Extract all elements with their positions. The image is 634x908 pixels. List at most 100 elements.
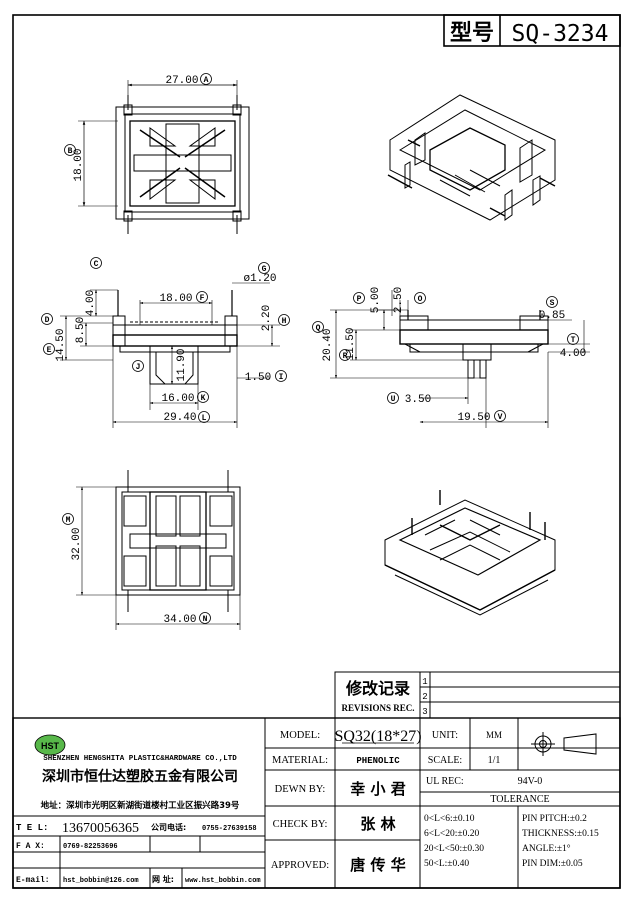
side-dim-labels: 4.00 C 14.50 E 8.50 D 18.00 F ø1.20 G 2.… xyxy=(41,257,290,424)
iso-view-top xyxy=(387,94,556,221)
dim-d-value: 8.50 xyxy=(75,317,87,343)
check-label: CHECK BY: xyxy=(273,819,328,830)
email-label: E-mail: xyxy=(16,876,50,885)
bottom-view xyxy=(115,470,241,612)
pin-line-2: THICKNESS:±0.15 xyxy=(522,829,599,839)
drawn-label: DEWN BY: xyxy=(275,784,326,795)
iso-view-bottom xyxy=(384,490,556,616)
dim-c-tag: C xyxy=(94,260,99,269)
ul-value: 94V-0 xyxy=(518,776,543,787)
dim-r-value: 11.50 xyxy=(345,327,357,360)
tel-value: 13670056365 xyxy=(62,821,139,836)
email-value: hst_bobbin@126.com xyxy=(63,877,139,885)
projection-symbol-icon xyxy=(531,732,597,756)
dim-a-tag: A xyxy=(204,76,209,85)
dim-m-tag: M xyxy=(66,516,71,525)
company-logo: HST xyxy=(34,734,66,756)
revision-mark-2: 2 xyxy=(422,692,427,702)
dim-t-value: 4.00 xyxy=(560,348,586,360)
pin-line-3: ANGLE:±1° xyxy=(522,843,571,854)
company-name-cn: 深圳市恒仕达塑胶五金有限公司 xyxy=(42,768,238,785)
revision-mark-1: 1 xyxy=(422,677,427,687)
dim-s-value: 0.85 xyxy=(539,310,565,322)
tol-line-4: 50<L:±0.40 xyxy=(424,859,469,869)
dim-k-value: 16.00 xyxy=(161,393,194,405)
pin-line-4: PIN DIM:±0.05 xyxy=(522,859,583,869)
unit-value: MM xyxy=(486,730,502,740)
scale-value: 1/1 xyxy=(488,755,501,766)
side-view xyxy=(112,290,238,385)
dim-n-value: 34.00 xyxy=(163,614,196,626)
tolerance-label: TOLERANCE xyxy=(490,794,549,805)
web-label: 网 址: xyxy=(152,874,174,884)
ul-label: UL REC: xyxy=(426,776,464,787)
revision-mark-3: 3 xyxy=(422,707,427,717)
dim-q-tag: Q xyxy=(316,324,321,333)
dim-n-tag: N xyxy=(203,615,208,624)
tol-line-1: 0<L<6:±0.10 xyxy=(424,814,475,824)
company-address: 地址：深圳市光明区新湖街道楼村工业区振兴路39号 xyxy=(41,800,240,811)
side-dims xyxy=(60,282,280,428)
company-phone-value: 0755-27639158 xyxy=(202,825,257,833)
dim-g-value: ø1.20 xyxy=(243,273,276,285)
dim-o-tag: O xyxy=(418,295,423,304)
model-value: SQ32(18*27) xyxy=(334,728,421,745)
dim-g-tag: G xyxy=(262,265,267,274)
dim-l-value: 29.40 xyxy=(163,412,196,424)
model-cn-label: 型号 xyxy=(450,21,494,46)
dim-f-tag: F xyxy=(200,294,205,303)
dim-j-tag: J xyxy=(136,363,141,372)
dim-d-tag: D xyxy=(45,316,50,325)
company-phone-label: 公司电话: xyxy=(151,822,186,832)
dim-b-tag: B xyxy=(68,147,73,156)
approved-label: APPROVED: xyxy=(271,860,329,871)
bottom-dims xyxy=(76,486,241,630)
dim-i-value: 1.50 xyxy=(245,372,271,384)
dim-a: 27.00 A xyxy=(127,73,238,100)
model-number: SQ-3234 xyxy=(512,21,609,47)
dim-p-value: 5.00 xyxy=(370,287,382,313)
material-label: MATERIAL: xyxy=(272,755,328,766)
dim-v-tag: V xyxy=(498,413,503,422)
revisions-en-label: REVISIONS REC. xyxy=(341,703,414,713)
dim-b: 18.00 B xyxy=(64,120,118,207)
tel-label: T E L: xyxy=(16,823,48,833)
tol-line-2: 6<L<20:±0.20 xyxy=(424,829,479,839)
web-value: www.hst_bobbin.com xyxy=(185,877,261,885)
dim-u-value: 3.50 xyxy=(405,394,431,406)
dim-l-tag: L xyxy=(202,414,207,423)
dim-s-tag: S xyxy=(550,299,555,308)
dim-e-tag: E xyxy=(47,346,52,355)
dim-e-value: 14.50 xyxy=(55,328,67,361)
dim-k-tag: K xyxy=(201,394,206,403)
end-dim-labels: 2.50 O 5.00 P 20.40 Q 11.50 R 0.85 S 4.0… xyxy=(312,287,586,424)
bottom-dim-labels: 32.00 M 34.00 N xyxy=(62,513,211,626)
spec-table-grid xyxy=(12,717,621,889)
check-value: 张 林 xyxy=(360,815,396,833)
end-dims xyxy=(330,290,590,428)
dim-u-tag: U xyxy=(391,395,396,404)
dim-o-value: 2.50 xyxy=(393,287,405,313)
dim-f-value: 18.00 xyxy=(159,293,192,305)
tol-line-3: 20<L<50:±0.30 xyxy=(424,844,484,854)
dim-h-value: 2.20 xyxy=(261,305,273,331)
top-view xyxy=(115,95,250,234)
dim-r-tag: R xyxy=(343,352,348,361)
drawn-value: 幸 小 君 xyxy=(350,780,405,798)
logo-text: HST xyxy=(41,741,60,751)
fax-label: F A X: xyxy=(16,842,45,851)
dim-h-tag: H xyxy=(282,317,287,326)
dim-m-value: 32.00 xyxy=(71,527,83,560)
title-block: 型号 SQ-3234 xyxy=(443,14,621,47)
material-value: PHENOLIC xyxy=(356,756,400,766)
dim-c-value: 4.00 xyxy=(85,290,97,316)
fax-value: 0769-82253696 xyxy=(63,843,118,851)
company-name-en: SHENZHEN HENGSHITA PLASTIC&HARDWARE CO.,… xyxy=(43,755,237,763)
dim-a-value: 27.00 xyxy=(165,75,198,87)
dim-v-value: 19.50 xyxy=(457,412,490,424)
revisions-cn-label: 修改记录 xyxy=(345,679,410,698)
end-view xyxy=(399,310,549,379)
scale-label: SCALE: xyxy=(428,755,462,766)
